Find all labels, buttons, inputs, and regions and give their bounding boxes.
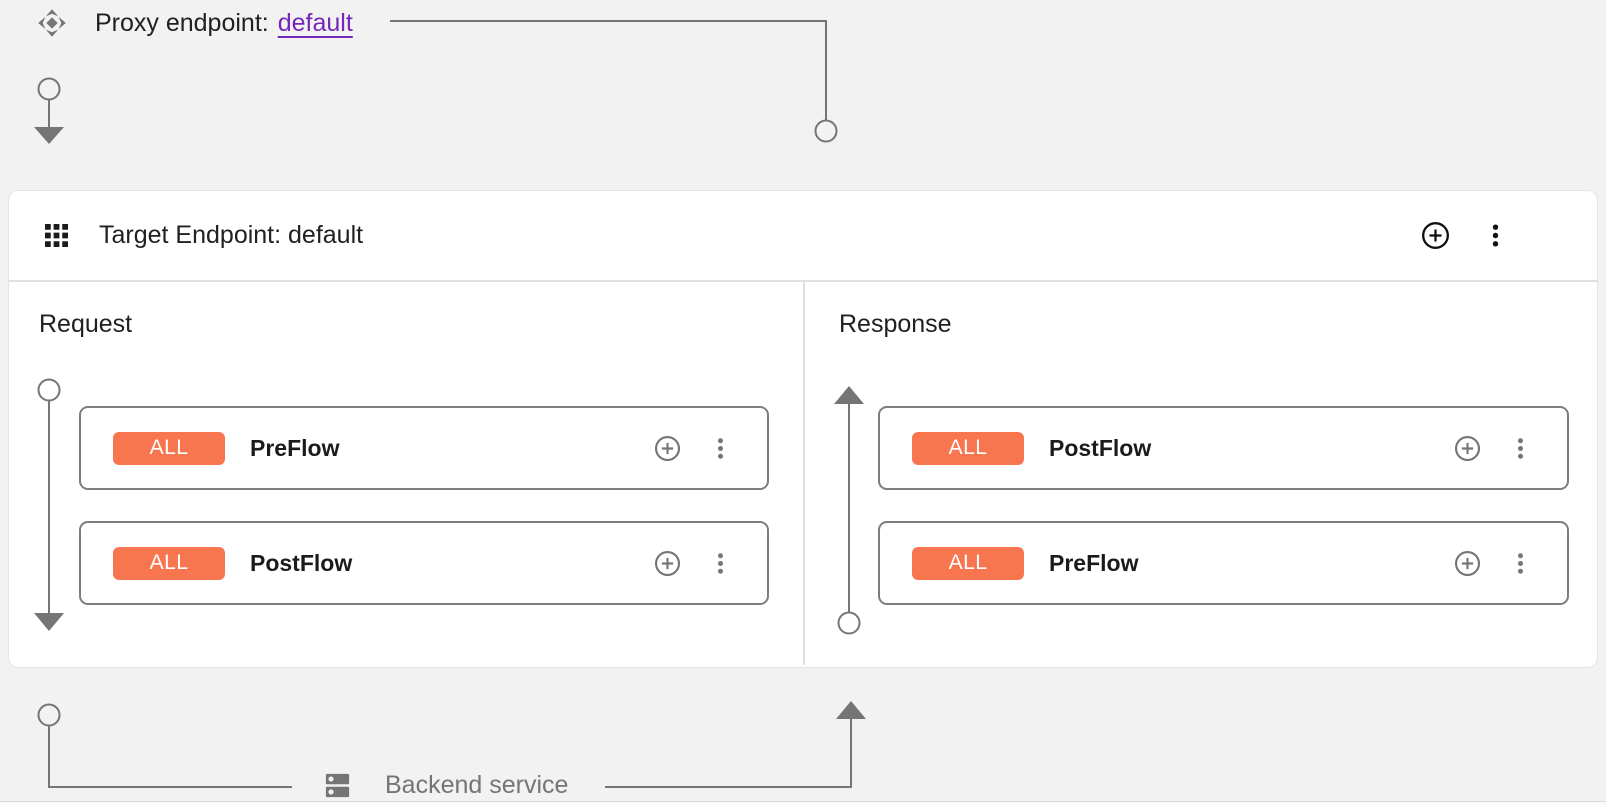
kebab-menu-icon xyxy=(718,437,723,459)
endpoint-menu-button[interactable] xyxy=(1482,222,1509,249)
flow-card-response-preflow[interactable]: ALL PreFlow xyxy=(878,521,1569,605)
backend-to-response-connector-line xyxy=(605,719,852,788)
flow-card-actions xyxy=(1454,550,1533,577)
add-circle-icon xyxy=(654,550,681,576)
add-step-button[interactable] xyxy=(654,550,681,577)
target-endpoint-header: Target Endpoint: default xyxy=(9,191,1597,282)
backend-service-label: Backend service xyxy=(385,771,569,799)
flow-card-request-preflow[interactable]: ALL PreFlow xyxy=(79,406,769,490)
target-endpoint-title: Target Endpoint: default xyxy=(99,221,364,249)
flow-name: PostFlow xyxy=(250,549,353,576)
dns-server-icon xyxy=(325,773,350,798)
backend-service-node: Backend service xyxy=(322,770,568,801)
add-flow-button[interactable] xyxy=(1421,221,1450,250)
inbound-arrow-down-icon xyxy=(34,127,64,144)
flow-card-response-postflow[interactable]: ALL PostFlow xyxy=(878,406,1569,490)
condition-badge: ALL xyxy=(912,431,1024,465)
flow-name: PreFlow xyxy=(1049,549,1139,576)
flow-menu-button[interactable] xyxy=(1508,436,1533,461)
proxy-endpoint-icon xyxy=(38,9,66,37)
flow-card-request-postflow[interactable]: ALL PostFlow xyxy=(79,521,769,605)
proxy-to-target-connector-line xyxy=(390,20,827,120)
condition-badge: ALL xyxy=(912,546,1024,580)
add-circle-icon xyxy=(654,435,681,461)
proxy-endpoint-node: Proxy endpoint: default xyxy=(33,4,353,42)
kebab-menu-icon xyxy=(718,552,723,574)
add-step-button[interactable] xyxy=(1454,550,1481,577)
flow-card-actions xyxy=(654,435,733,462)
target-endpoint-actions xyxy=(1421,221,1509,250)
add-step-button[interactable] xyxy=(1454,435,1481,462)
kebab-menu-icon xyxy=(1492,224,1499,247)
proxy-endpoint-label: Proxy endpoint: xyxy=(95,8,269,37)
flow-card-actions xyxy=(1454,435,1533,462)
response-label: Response xyxy=(839,310,952,338)
flow-name: PostFlow xyxy=(1049,434,1152,461)
target-endpoint-body: Request Response ALL PreFlow xyxy=(9,282,1597,665)
bottom-strip xyxy=(0,802,1606,806)
kebab-menu-icon xyxy=(1518,437,1523,459)
add-circle-icon xyxy=(1454,435,1481,461)
grid-icon xyxy=(45,224,68,247)
outbound-start-circle xyxy=(37,703,61,727)
backend-arrow-up-icon xyxy=(836,701,866,719)
connector-end-circle xyxy=(814,119,838,143)
column-divider xyxy=(803,282,805,665)
flow-menu-button[interactable] xyxy=(708,551,733,576)
inbound-start-circle xyxy=(37,77,61,101)
target-to-backend-connector-line xyxy=(48,726,292,788)
add-circle-icon xyxy=(1422,222,1449,249)
flow-card-actions xyxy=(654,550,733,577)
request-label: Request xyxy=(39,310,133,338)
proxy-endpoint-default-link[interactable]: default xyxy=(277,8,353,37)
flow-menu-button[interactable] xyxy=(708,436,733,461)
kebab-menu-icon xyxy=(1518,552,1523,574)
condition-badge: ALL xyxy=(113,546,225,580)
bottom-divider xyxy=(0,801,1606,802)
condition-badge: ALL xyxy=(113,431,225,465)
add-step-button[interactable] xyxy=(654,435,681,462)
target-endpoint-panel: Target Endpoint: default Request Resp xyxy=(8,190,1598,668)
flow-menu-button[interactable] xyxy=(1508,551,1533,576)
add-circle-icon xyxy=(1454,550,1481,576)
flow-name: PreFlow xyxy=(250,434,340,461)
